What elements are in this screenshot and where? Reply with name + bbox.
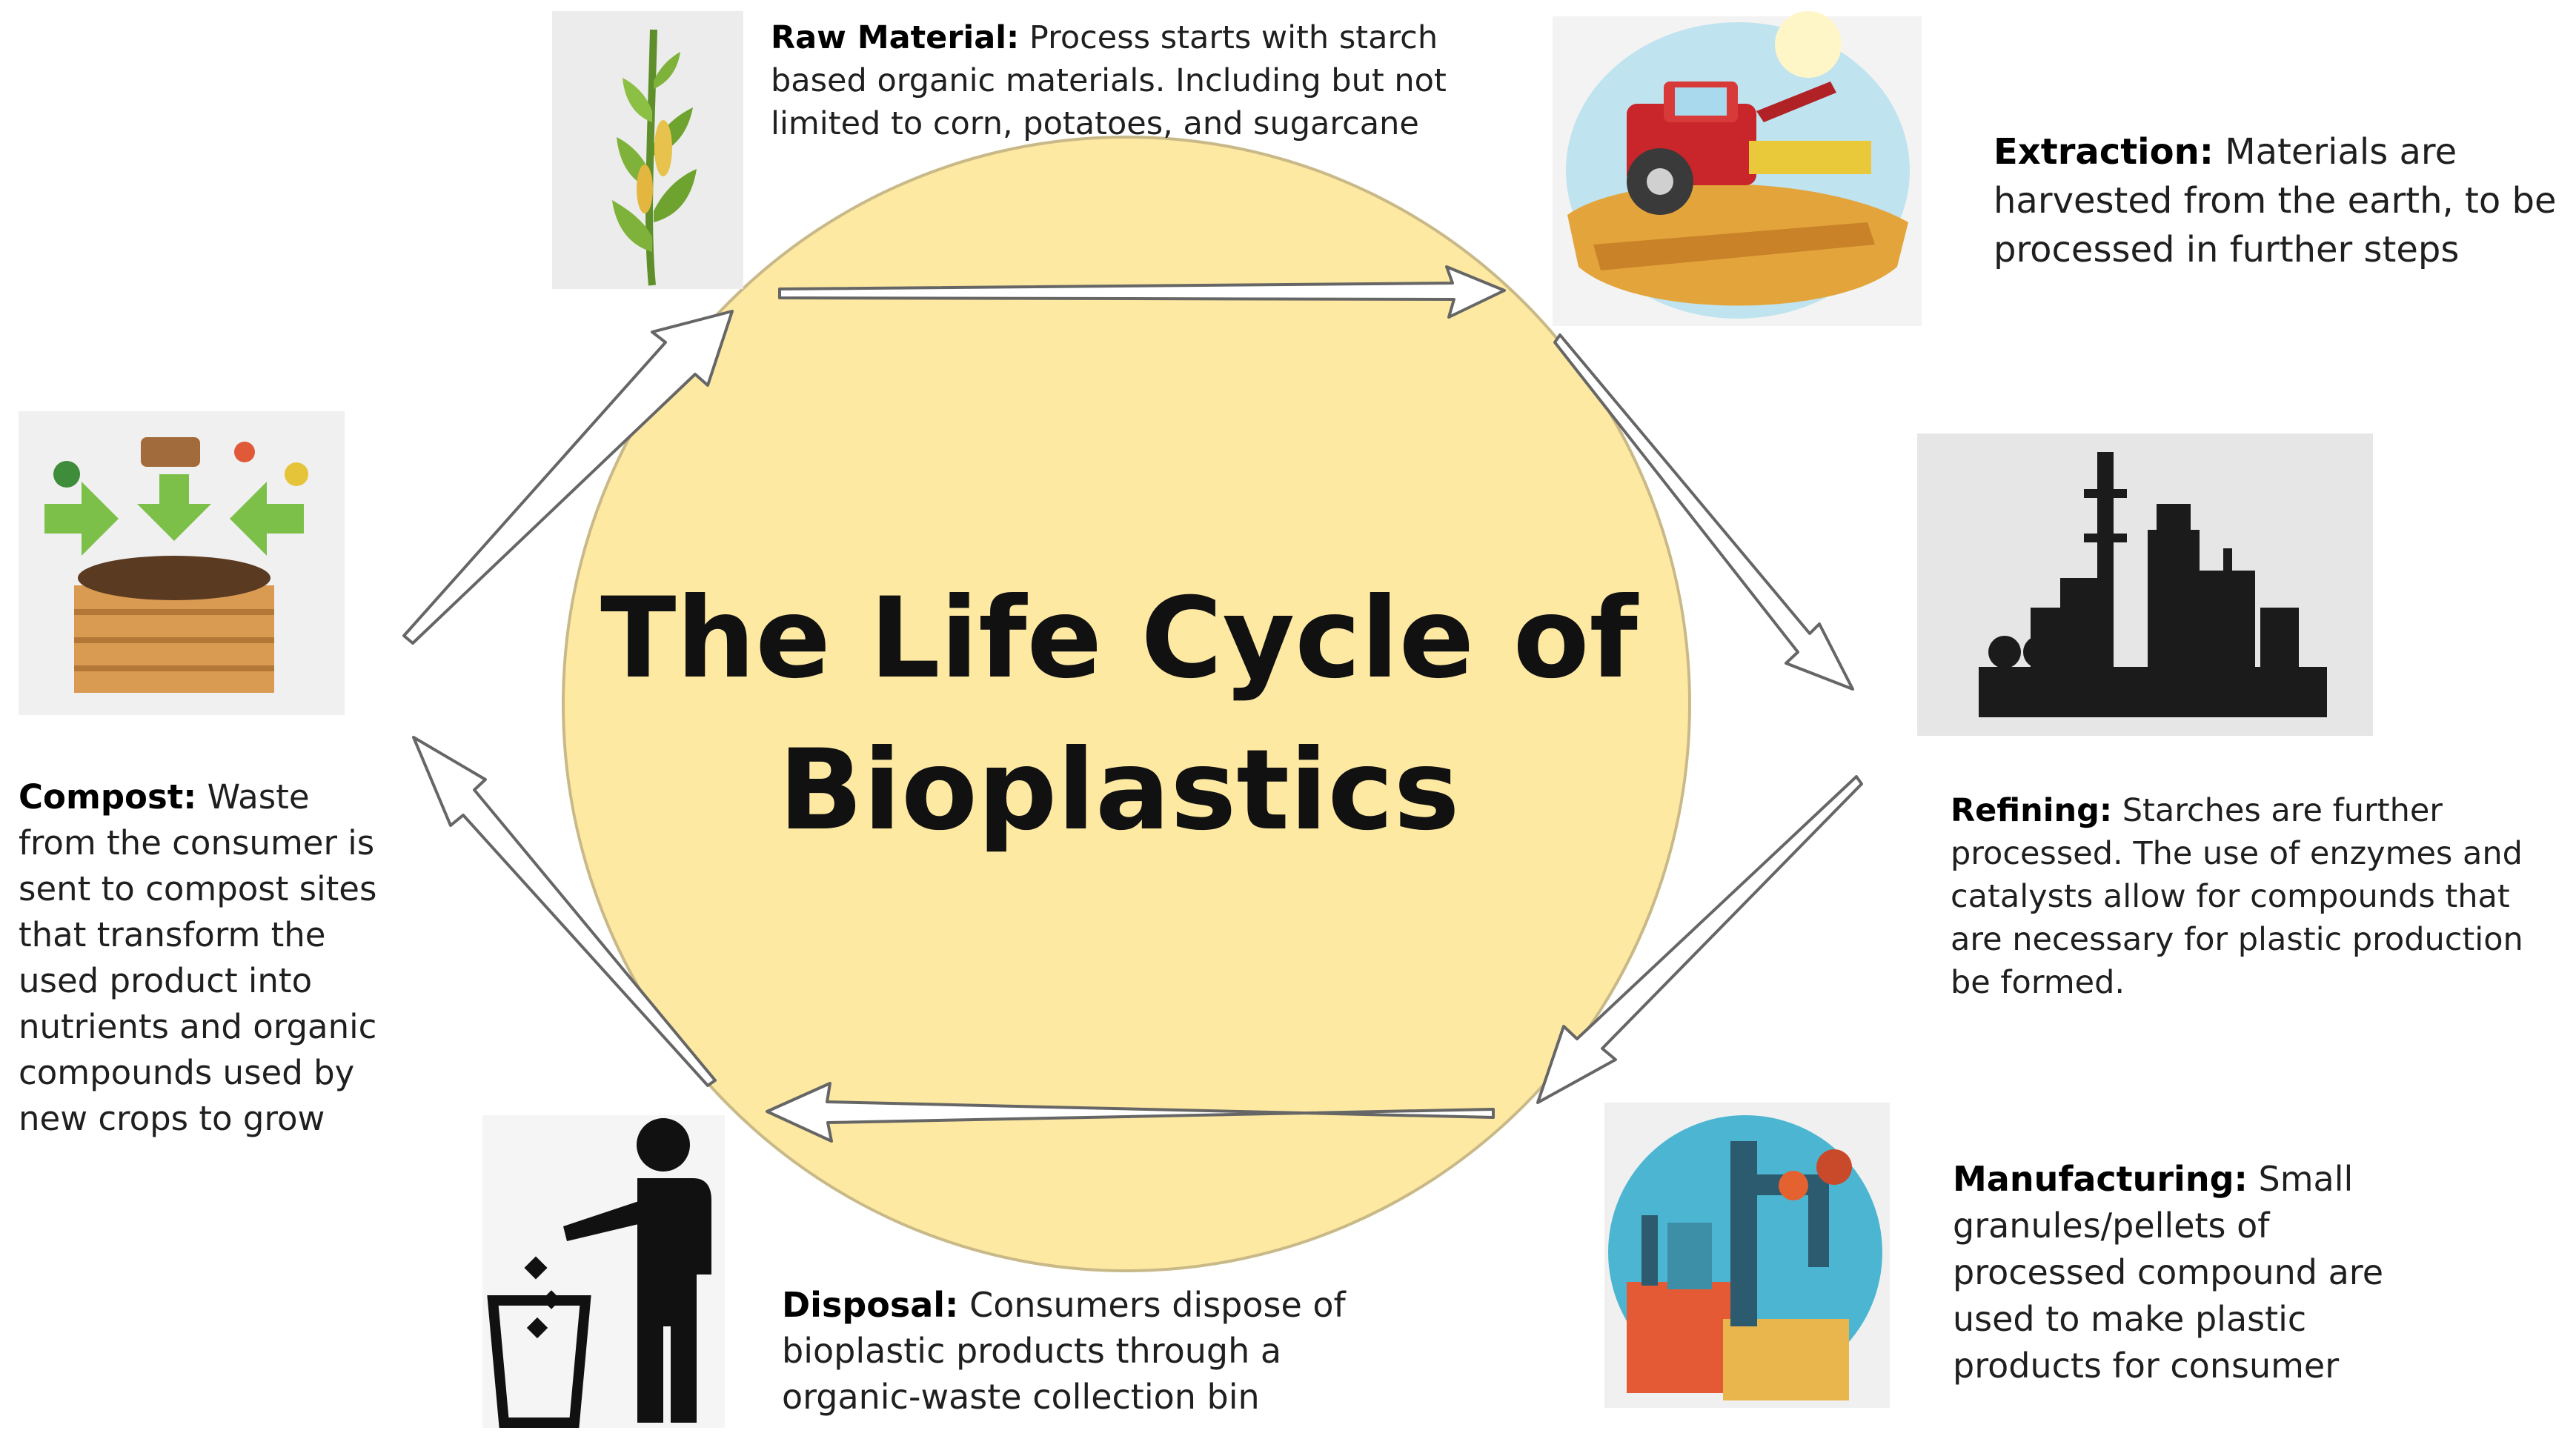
arrow-refining-to-manufacturing <box>1536 775 1863 1104</box>
disposal-text: Consumers dispose of bioplastic products… <box>782 1285 1346 1417</box>
combine-harvester-icon <box>1553 11 1922 326</box>
extraction-label: Extraction: <box>1994 131 2214 173</box>
refining-label: Refining: <box>1951 792 2113 829</box>
trash-disposal-icon <box>482 1115 725 1428</box>
compost-text: Waste from the consumer is sent to compo… <box>19 777 377 1138</box>
raw-material-text: Process starts with starch based organic… <box>771 19 1447 142</box>
disposal-label: Disposal: <box>782 1285 959 1325</box>
refining-text: Starches are further processed. The use … <box>1951 792 2523 1001</box>
arrow-extraction-to-refining <box>1553 333 1854 691</box>
manufacturing-label: Manufacturing: <box>1953 1159 2248 1199</box>
compost-description: Compost: Waste from the consumer is sent… <box>19 774 389 1142</box>
compost-bin-icon <box>19 411 345 715</box>
raw-material-description: Raw Material: Process starts with starch… <box>771 16 1512 145</box>
compost-label: Compost: <box>19 777 197 817</box>
refinery-factory-icon <box>1917 433 2373 736</box>
extraction-description: Extraction: Materials are harvested from… <box>1994 127 2576 274</box>
manufacturing-text: Small granules/pellets of processed comp… <box>1953 1159 2383 1386</box>
diagram-title: The Life Cycle of Bioplastics <box>548 563 1690 867</box>
extraction-text: Materials are harvested from the earth, … <box>1994 131 2557 270</box>
cycle-arrows <box>402 265 1863 1143</box>
refining-description: Refining: Starches are further processed… <box>1951 789 2536 1004</box>
arrow-compost-to-raw <box>402 310 734 645</box>
manufacturing-description: Manufacturing: Small granules/pellets of… <box>1953 1156 2442 1389</box>
corn-plant-icon <box>552 11 743 289</box>
title-line-2: Bioplastics <box>778 726 1460 855</box>
arrow-disposal-to-compost <box>412 736 717 1087</box>
title-line-1: The Life Cycle of <box>600 574 1638 703</box>
manufacturing-plant-icon <box>1604 1103 1890 1408</box>
arrow-raw-to-extraction <box>778 265 1506 319</box>
disposal-description: Disposal: Consumers dispose of bioplasti… <box>782 1282 1397 1420</box>
center-circle <box>562 136 1691 1272</box>
raw-material-label: Raw Material: <box>771 19 1020 56</box>
arrow-manufacturing-to-disposal <box>766 1082 1495 1143</box>
